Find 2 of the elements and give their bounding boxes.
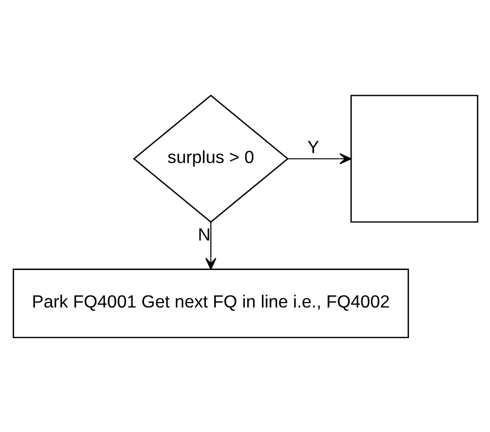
edge-label: Y	[306, 136, 319, 157]
edge-label: N	[197, 224, 210, 244]
